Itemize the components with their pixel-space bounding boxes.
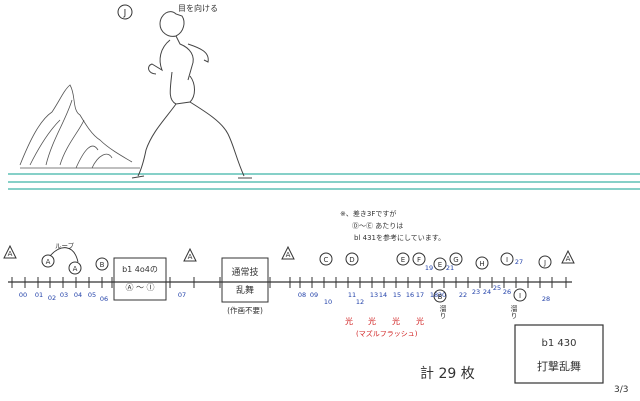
svg-text:F: F	[417, 256, 421, 264]
frame-number: 07	[178, 291, 186, 299]
frame-box-2-line-1: 通常技	[231, 266, 258, 278]
final-box-line-2: 打撃乱舞	[537, 359, 581, 373]
key-marker: B	[433, 289, 447, 303]
svg-text:B: B	[100, 261, 105, 269]
page-number: 3/3	[614, 385, 628, 395]
frame-number: 05	[88, 291, 96, 299]
svg-text:G: G	[453, 256, 458, 264]
frame-number: 15	[393, 291, 401, 299]
frame-number: 21	[446, 264, 454, 272]
key-marker: E	[433, 257, 447, 271]
key-marker: I	[513, 288, 527, 302]
key-marker: I	[500, 252, 514, 266]
key-marker: B	[95, 257, 109, 271]
final-box	[514, 324, 604, 384]
tame-label-1: 溜り	[439, 304, 447, 319]
corner-label: J	[123, 9, 127, 19]
svg-text:I: I	[519, 292, 521, 300]
ground-lines	[8, 173, 640, 190]
key-marker: A	[183, 247, 197, 262]
frame-number: 28	[542, 295, 550, 303]
frame-number: 08	[298, 291, 306, 299]
frame-number: 11	[348, 291, 356, 299]
note-line-3: bl 431を参考にしています。	[354, 233, 445, 242]
key-marker: A	[561, 249, 575, 264]
frame-number: 00	[19, 291, 27, 299]
frame-number: 19	[425, 264, 433, 272]
frame-number: 20	[438, 291, 446, 299]
key-marker: G	[449, 252, 463, 266]
key-marker: A	[281, 245, 295, 260]
muzzle-marks: 光 光 光 光	[345, 316, 424, 326]
frame-number: 14	[379, 291, 387, 299]
svg-text:E: E	[438, 261, 442, 269]
frame-number: 17	[416, 291, 424, 299]
total-count: 計 29 枚	[420, 366, 475, 382]
frame-number: 25	[493, 284, 501, 292]
frame-number: 09	[310, 291, 318, 299]
svg-text:A: A	[566, 255, 571, 263]
loop-label: ループ	[55, 242, 75, 250]
frame-number: 02	[48, 294, 56, 302]
svg-text:A: A	[188, 253, 193, 261]
key-marker: E	[396, 252, 410, 266]
muzzle-mark: 光	[392, 316, 400, 326]
key-marker: A	[3, 244, 17, 259]
svg-text:C: C	[324, 256, 329, 264]
frame-number: 23	[472, 288, 480, 296]
frame-number: 26	[503, 288, 511, 296]
muzzle-caption: (マズルフラッシュ)	[356, 329, 418, 338]
frame-number: 01	[35, 291, 43, 299]
muzzle-mark: 光	[345, 316, 353, 326]
key-marker: J	[538, 255, 552, 269]
svg-text:E: E	[401, 256, 405, 264]
timeline-ticks	[11, 277, 567, 288]
frame-box-2-line-2: 乱舞	[236, 285, 254, 296]
final-box-line-1: b1 430	[542, 338, 577, 349]
key-marker: A	[41, 254, 55, 268]
frame-number: 03	[60, 291, 68, 299]
svg-text:A: A	[73, 265, 78, 273]
frame-box-1-line-1: b1 4o4の	[122, 265, 158, 274]
frame-number: 24	[483, 288, 491, 296]
svg-text:A: A	[8, 250, 13, 258]
key-marker: A	[68, 261, 82, 275]
key-marker: F	[412, 252, 426, 266]
frame-number: 27	[515, 258, 523, 266]
muzzle-mark: 光	[416, 316, 424, 326]
frame-number: 06	[100, 295, 108, 303]
key-marker: D	[345, 252, 359, 266]
frame-number: 16	[406, 291, 414, 299]
frame-box-1	[113, 257, 167, 301]
svg-text:I: I	[506, 256, 508, 264]
loop-arc	[49, 247, 79, 263]
svg-text:B: B	[438, 293, 443, 301]
frame-number: 10	[324, 298, 332, 306]
aura-sketch	[19, 84, 140, 169]
svg-text:J: J	[543, 259, 546, 267]
frame-box-1-line-2: Ⓐ 〜 Ⓘ	[125, 283, 154, 292]
svg-text:D: D	[349, 256, 354, 264]
frame-number: 12	[356, 298, 364, 306]
key-marker: H	[475, 256, 489, 270]
muzzle-mark: 光	[368, 316, 376, 326]
frame-box-2	[221, 257, 269, 303]
key-marker: C	[319, 252, 333, 266]
note-line-1: ※、差き3Fですが	[340, 209, 396, 218]
frame-number: 22	[459, 291, 467, 299]
note-line-2: Ⓓ〜Ⓔ あたりは	[352, 222, 403, 230]
character-sketch	[131, 11, 252, 179]
frame-box-2-caption: (作画不要)	[227, 305, 263, 315]
frame-number: 04	[74, 291, 82, 299]
key-markers: A A A B A A C D E F E G H I J A B I	[3, 244, 575, 303]
tame-label-2: 溜り	[510, 304, 518, 319]
svg-text:H: H	[479, 260, 484, 268]
facing-note: 目を向ける	[178, 3, 218, 13]
svg-text:A: A	[46, 258, 51, 266]
frame-number: 13	[370, 291, 378, 299]
svg-text:A: A	[286, 251, 291, 259]
